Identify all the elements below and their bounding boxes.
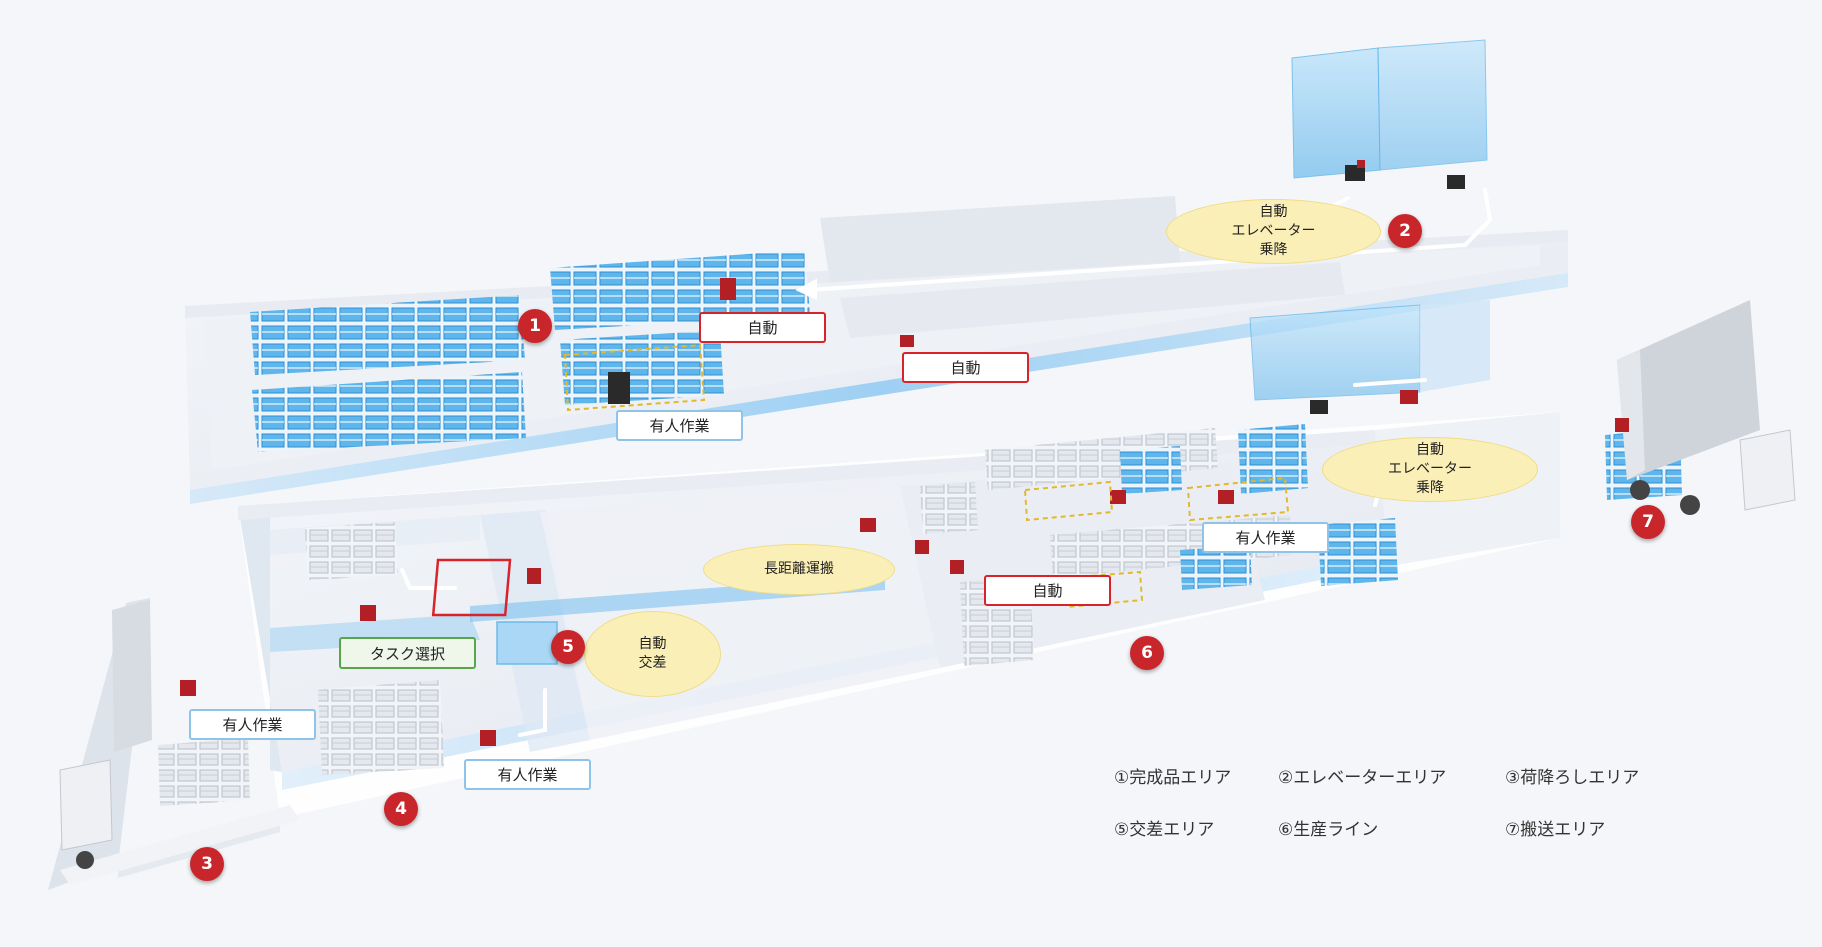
finished-goods-racks xyxy=(250,250,810,452)
legend-area-5: ⑤交差エリア xyxy=(1114,820,1215,840)
oval-auto-crossing: 自動 交差 xyxy=(584,611,721,697)
legend-area-6: ⑥生産ライン xyxy=(1278,820,1379,840)
oval-auto-crossing-line-2: 交差 xyxy=(638,655,667,671)
marker-6: 6 xyxy=(1130,636,1164,670)
oval-long-distance-text: 長距離運搬 xyxy=(764,561,834,577)
legend-area-3: ③荷降ろしエリア xyxy=(1505,768,1640,788)
marker-7: 7 xyxy=(1631,505,1665,539)
oval-elevator-upper-line-3: 乗降 xyxy=(1259,242,1288,258)
manual-label-upper: 有人作業 xyxy=(616,410,743,441)
task-select-label: タスク選択 xyxy=(339,637,476,669)
elevators xyxy=(1249,39,1490,401)
legend-area-1: ①完成品エリア xyxy=(1114,768,1232,788)
oval-elevator-lower-line-1: 自動 xyxy=(1416,442,1444,458)
oval-elevator-lower-line-2: エレベーター xyxy=(1388,461,1472,477)
crossing-zone-fill xyxy=(496,621,558,665)
oval-elevator-upper: 自動 エレベーター 乗降 xyxy=(1166,199,1381,264)
left-truck xyxy=(59,600,152,869)
oval-elevator-lower: 自動 エレベーター 乗降 xyxy=(1322,437,1538,502)
manual-label-bottom: 有人作業 xyxy=(464,759,591,790)
manual-label-right: 有人作業 xyxy=(1202,522,1329,553)
manual-label-left: 有人作業 xyxy=(189,709,316,740)
oval-elevator-upper-line-1: 自動 xyxy=(1259,204,1288,220)
marker-1: 1 xyxy=(518,309,552,343)
auto-label-upper-2: 自動 xyxy=(902,352,1029,383)
oval-long-distance: 長距離運搬 xyxy=(703,544,895,595)
legend-area-2: ②エレベーターエリア xyxy=(1278,768,1447,788)
oval-auto-crossing-line-1: 自動 xyxy=(638,636,667,652)
marker-5: 5 xyxy=(551,630,585,664)
work-zones xyxy=(563,343,1290,609)
legend-area-7: ⑦搬送エリア xyxy=(1505,820,1606,840)
crossing-zone-frame xyxy=(431,558,512,617)
oval-elevator-upper-line-2: エレベーター xyxy=(1231,223,1316,239)
marker-2: 2 xyxy=(1388,214,1422,248)
oval-elevator-lower-line-3: 乗降 xyxy=(1416,480,1444,496)
right-truck xyxy=(1617,300,1796,515)
marker-3: 3 xyxy=(190,847,224,881)
upper-floor xyxy=(185,196,1568,504)
agvs xyxy=(180,160,1629,746)
auto-label-lower: 自動 xyxy=(984,575,1111,606)
auto-label-upper-1: 自動 xyxy=(699,312,826,343)
marker-4: 4 xyxy=(384,792,418,826)
